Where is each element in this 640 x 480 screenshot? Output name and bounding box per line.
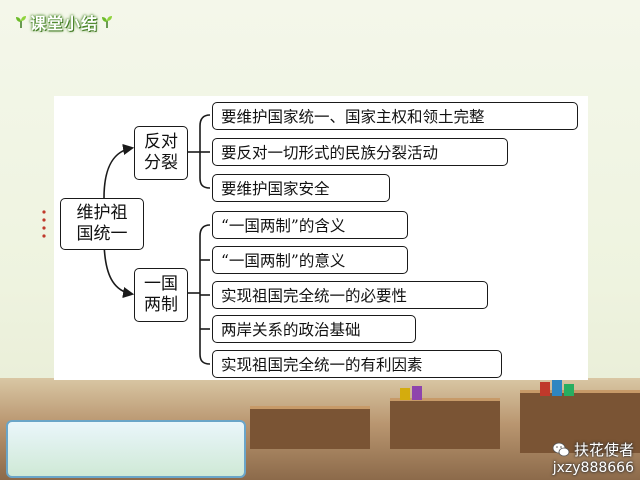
leaf-label: 要维护国家统一、国家主权和领土完整 <box>221 108 485 126</box>
leaf-label: “一国两制”的意义 <box>221 252 346 270</box>
leaf-label: 要维护国家安全 <box>221 180 330 198</box>
leaf-label: “一国两制”的含义 <box>221 217 346 235</box>
leaf-label: 两岸关系的政治基础 <box>221 321 361 339</box>
branch-node-one-country-two-systems: 一国两制 <box>134 268 188 322</box>
leaf-node: 要维护国家安全 <box>212 174 390 202</box>
garden-illustration <box>6 420 246 478</box>
branch-label: 反对分裂 <box>144 132 178 173</box>
connector-lines <box>103 114 211 365</box>
branch-label: 一国两制 <box>144 274 178 315</box>
leaf-node: 两岸关系的政治基础 <box>212 315 416 343</box>
watermark: 扶花使者 jxzy888666 <box>552 439 634 476</box>
branch-node-oppose-separatism: 反对分裂 <box>134 126 188 180</box>
leaf-label: 实现祖国完全统一的有利因素 <box>221 356 423 374</box>
leaf-label: 实现祖国完全统一的必要性 <box>221 287 408 305</box>
root-node: 维护祖国统一 <box>60 198 144 250</box>
page-title: 课堂小结 <box>30 14 99 33</box>
root-label: 维护祖国统一 <box>76 203 128 244</box>
leaf-dots-icon <box>42 210 46 238</box>
watermark-name: 扶花使者 <box>573 441 634 459</box>
sprout-icon <box>102 16 113 28</box>
sprout-icon <box>16 16 26 28</box>
leaf-node: “一国两制”的意义 <box>212 246 408 274</box>
leaf-node: 要维护国家统一、国家主权和领土完整 <box>212 102 578 130</box>
leaf-label: 要反对一切形式的民族分裂活动 <box>221 144 439 162</box>
mindmap-panel: 维护祖国统一 反对分裂 一国两制 要维护国家统一、国家主权和领土完整 要反对一切… <box>54 96 588 380</box>
leaf-node: “一国两制”的含义 <box>212 211 408 239</box>
leaf-node: 实现祖国完全统一的必要性 <box>212 281 488 309</box>
leaf-node: 要反对一切形式的民族分裂活动 <box>212 138 508 166</box>
header: 课堂小结 <box>14 10 114 34</box>
wechat-icon <box>552 442 570 456</box>
leaf-node: 实现祖国完全统一的有利因素 <box>212 350 502 378</box>
watermark-id: jxzy888666 <box>552 460 634 476</box>
